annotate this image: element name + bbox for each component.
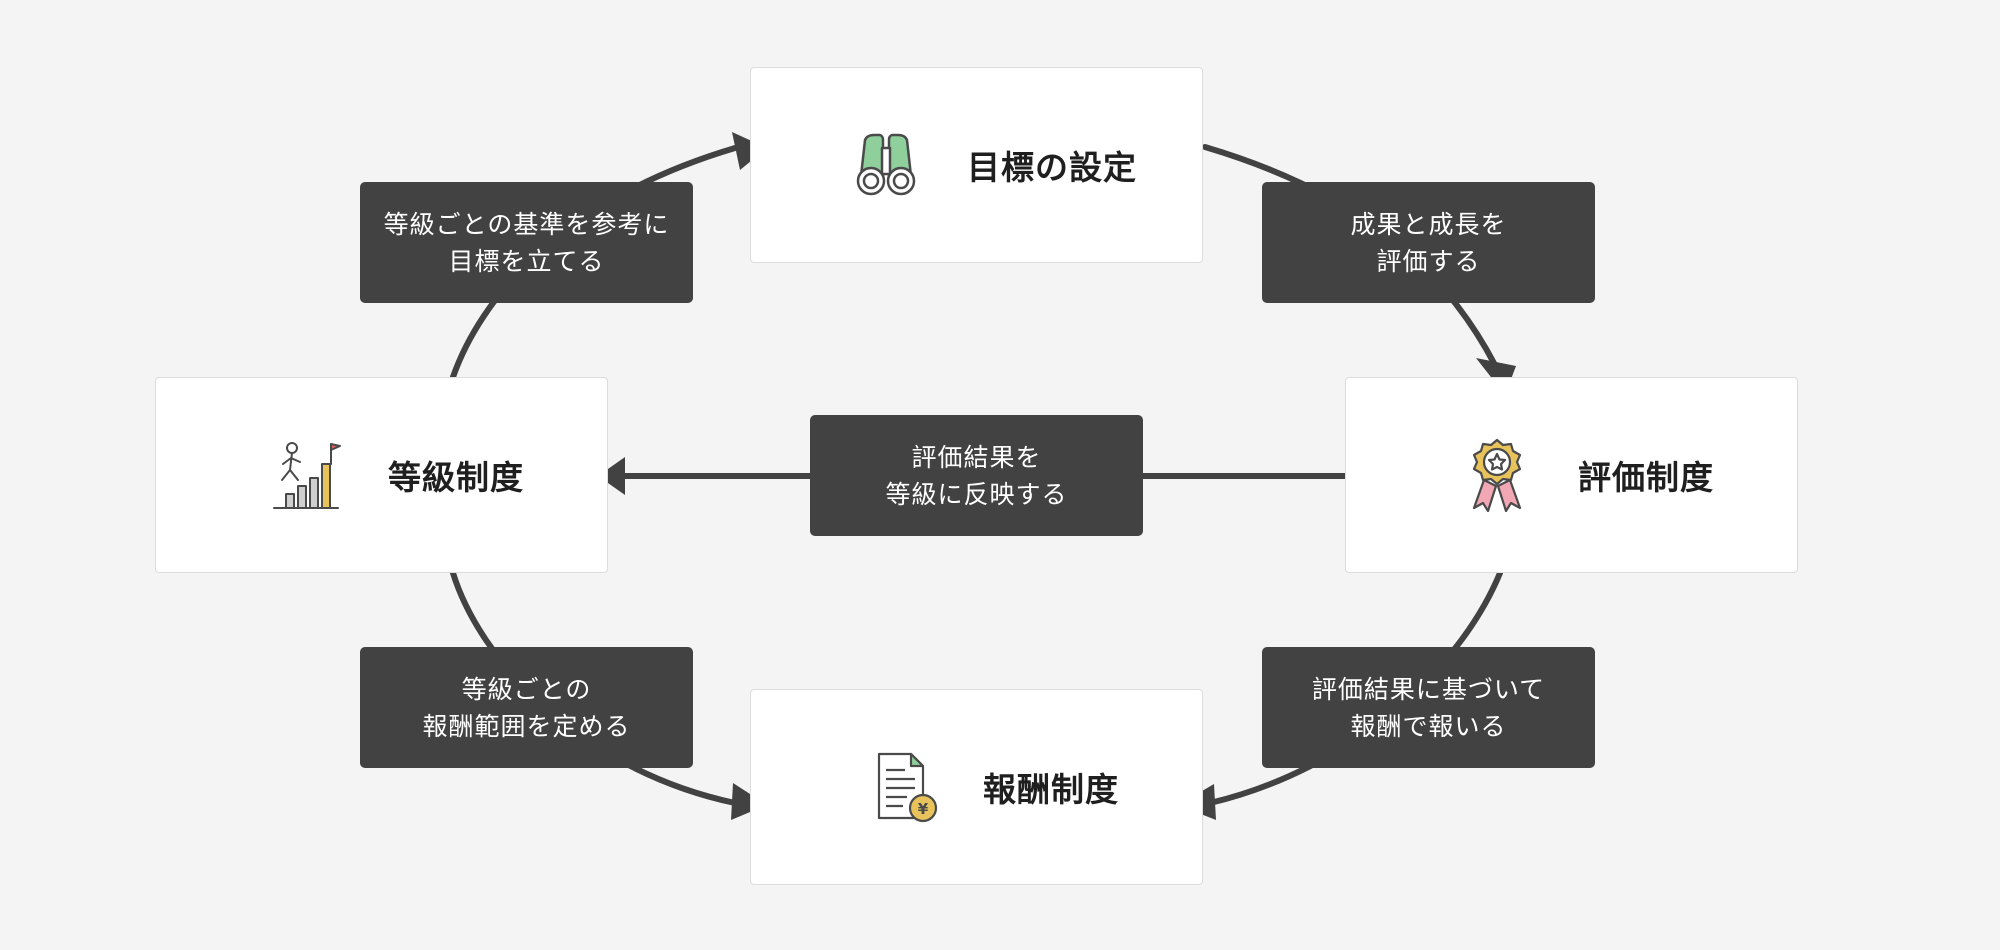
label-evaluation-to-compensation: 評価結果に基づいて 報酬で報いる bbox=[1262, 647, 1595, 768]
label-line-1: 評価結果に基づいて bbox=[1311, 674, 1546, 704]
label-line-1: 成果と成長を bbox=[1350, 209, 1507, 239]
node-evaluation-system: 評価制度 bbox=[1345, 377, 1798, 573]
label-goal-to-evaluation: 成果と成長を 評価する bbox=[1262, 182, 1595, 303]
label-line-2: 報酬範囲を定める bbox=[422, 711, 631, 741]
yen-document-icon: ¥ bbox=[869, 748, 947, 826]
label-grade-to-compensation: 等級ごとの 報酬範囲を定める bbox=[360, 647, 693, 768]
stair-climbing-person-icon bbox=[268, 436, 346, 514]
label-line-1: 評価結果を bbox=[911, 442, 1042, 472]
label-line-2: 等級に反映する bbox=[885, 479, 1068, 509]
label-line-2: 目標を立てる bbox=[448, 246, 605, 276]
node-grade-system: 等級制度 bbox=[155, 377, 608, 573]
node-title: 評価制度 bbox=[1578, 458, 1714, 497]
label-line-2: 報酬で報いる bbox=[1350, 711, 1507, 741]
label-grade-to-goal: 等級ごとの基準を参考に 目標を立てる bbox=[360, 182, 693, 303]
award-ribbon-icon bbox=[1458, 436, 1536, 514]
label-line-2: 評価する bbox=[1376, 246, 1481, 276]
arrowhead-grade bbox=[598, 457, 625, 495]
node-title: 目標の設定 bbox=[967, 148, 1137, 187]
node-goal-setting: 目標の設定 bbox=[750, 67, 1203, 263]
arrowhead-goal bbox=[732, 132, 767, 170]
node-title: 報酬制度 bbox=[983, 770, 1119, 809]
node-title: 等級制度 bbox=[388, 458, 524, 497]
svg-text:¥: ¥ bbox=[918, 800, 929, 818]
label-line-1: 等級ごとの基準を参考に bbox=[383, 209, 670, 239]
node-compensation-system: ¥ 報酬制度 bbox=[750, 689, 1203, 885]
binoculars-icon bbox=[847, 126, 925, 204]
arrowhead-compensation bbox=[731, 783, 767, 820]
label-line-1: 等級ごとの bbox=[461, 674, 592, 704]
label-evaluation-to-grade: 評価結果を 等級に反映する bbox=[810, 415, 1143, 536]
